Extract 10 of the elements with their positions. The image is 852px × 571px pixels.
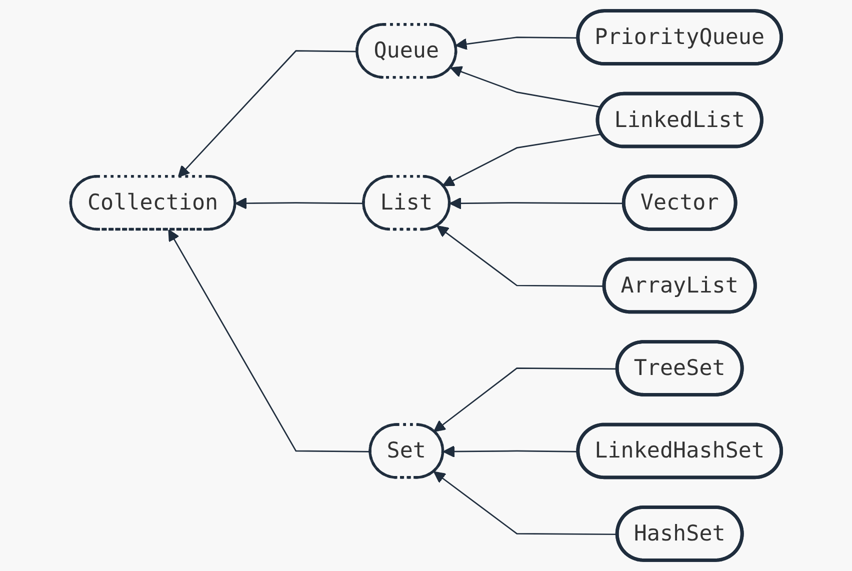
arrow [455, 36, 579, 50]
arrow [450, 66, 602, 108]
arrow [436, 226, 605, 287]
arrow [442, 133, 602, 186]
arrow [235, 197, 364, 210]
arrow [434, 471, 618, 536]
arrow [442, 446, 579, 458]
arrow [434, 368, 618, 432]
arrow [168, 229, 371, 452]
arrow [449, 197, 624, 210]
